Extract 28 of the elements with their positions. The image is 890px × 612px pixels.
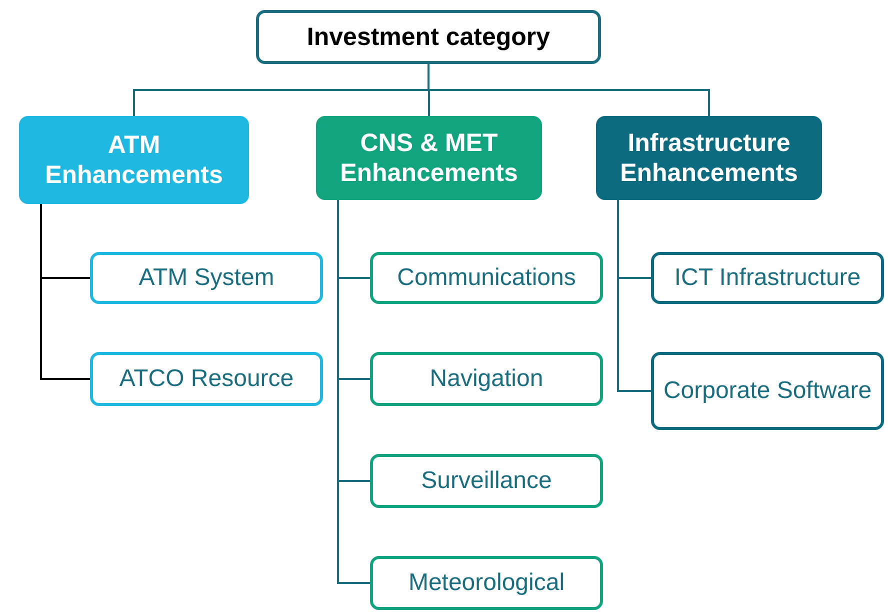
node-label: Infrastructure Enhancements [619,128,799,188]
item-box [90,252,323,304]
item-box [651,352,884,430]
item-box [370,556,603,610]
group-box [19,116,249,204]
node-label: ATM Enhancements [44,130,224,190]
node-label: ATCO Resource [118,364,295,394]
group-box [596,116,822,200]
item-box [90,352,323,406]
category-header-box [256,10,601,64]
node-label: Communications [396,264,577,292]
node-label: CNS & MET Enhancements [339,128,519,188]
item-box [370,454,603,508]
node-label: Navigation [428,364,544,394]
item-box [651,252,884,304]
group-box [316,116,542,200]
node-label: Corporate Software [662,376,873,406]
node-label: Surveillance [420,466,553,496]
item-box [370,352,603,406]
node-label: ATM System [138,264,276,292]
node-label: ICT Infrastructure [673,264,862,292]
connector-line [40,204,90,380]
node-label: Meteorological [407,568,566,598]
connector-line [617,200,651,392]
item-box [370,252,603,304]
node-label: Investment category [306,22,552,52]
connector-line [428,64,710,116]
connector-line [337,200,370,584]
